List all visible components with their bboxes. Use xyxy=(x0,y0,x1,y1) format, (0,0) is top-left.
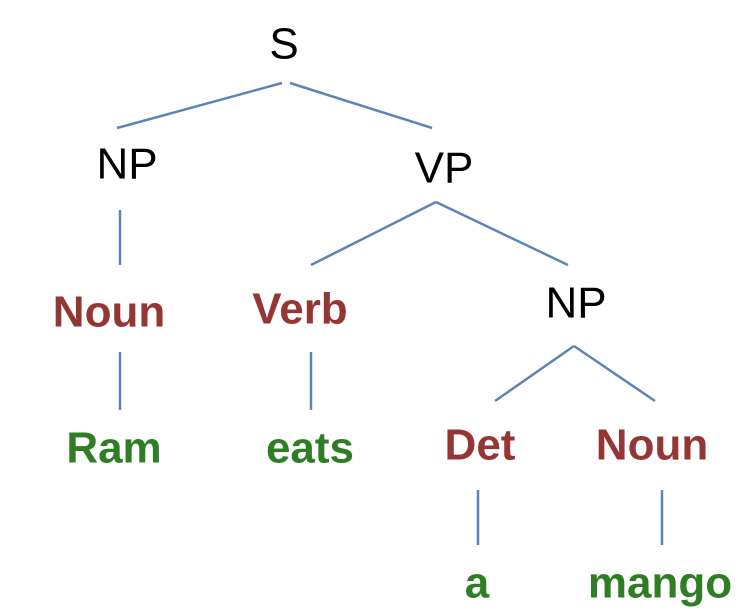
node-np-object: NP xyxy=(545,279,606,328)
node-noun-subject: Noun xyxy=(53,288,165,337)
edge-np-noun2 xyxy=(573,344,656,403)
word-a: a xyxy=(465,559,490,608)
node-verb: Verb xyxy=(252,285,347,334)
node-noun-object: Noun xyxy=(596,421,708,470)
edge-s-np xyxy=(116,81,283,130)
node-s: S xyxy=(269,20,298,69)
word-eats: eats xyxy=(266,424,354,473)
node-np-subject: NP xyxy=(96,140,157,189)
edge-np-det xyxy=(494,344,575,403)
node-vp: VP xyxy=(415,144,474,193)
word-mango: mango xyxy=(588,559,732,608)
node-det: Det xyxy=(445,421,516,470)
word-ram: Ram xyxy=(66,424,161,473)
edge-vp-np xyxy=(435,200,569,267)
edge-vp-verb xyxy=(310,200,437,267)
edge-s-vp xyxy=(289,81,433,130)
